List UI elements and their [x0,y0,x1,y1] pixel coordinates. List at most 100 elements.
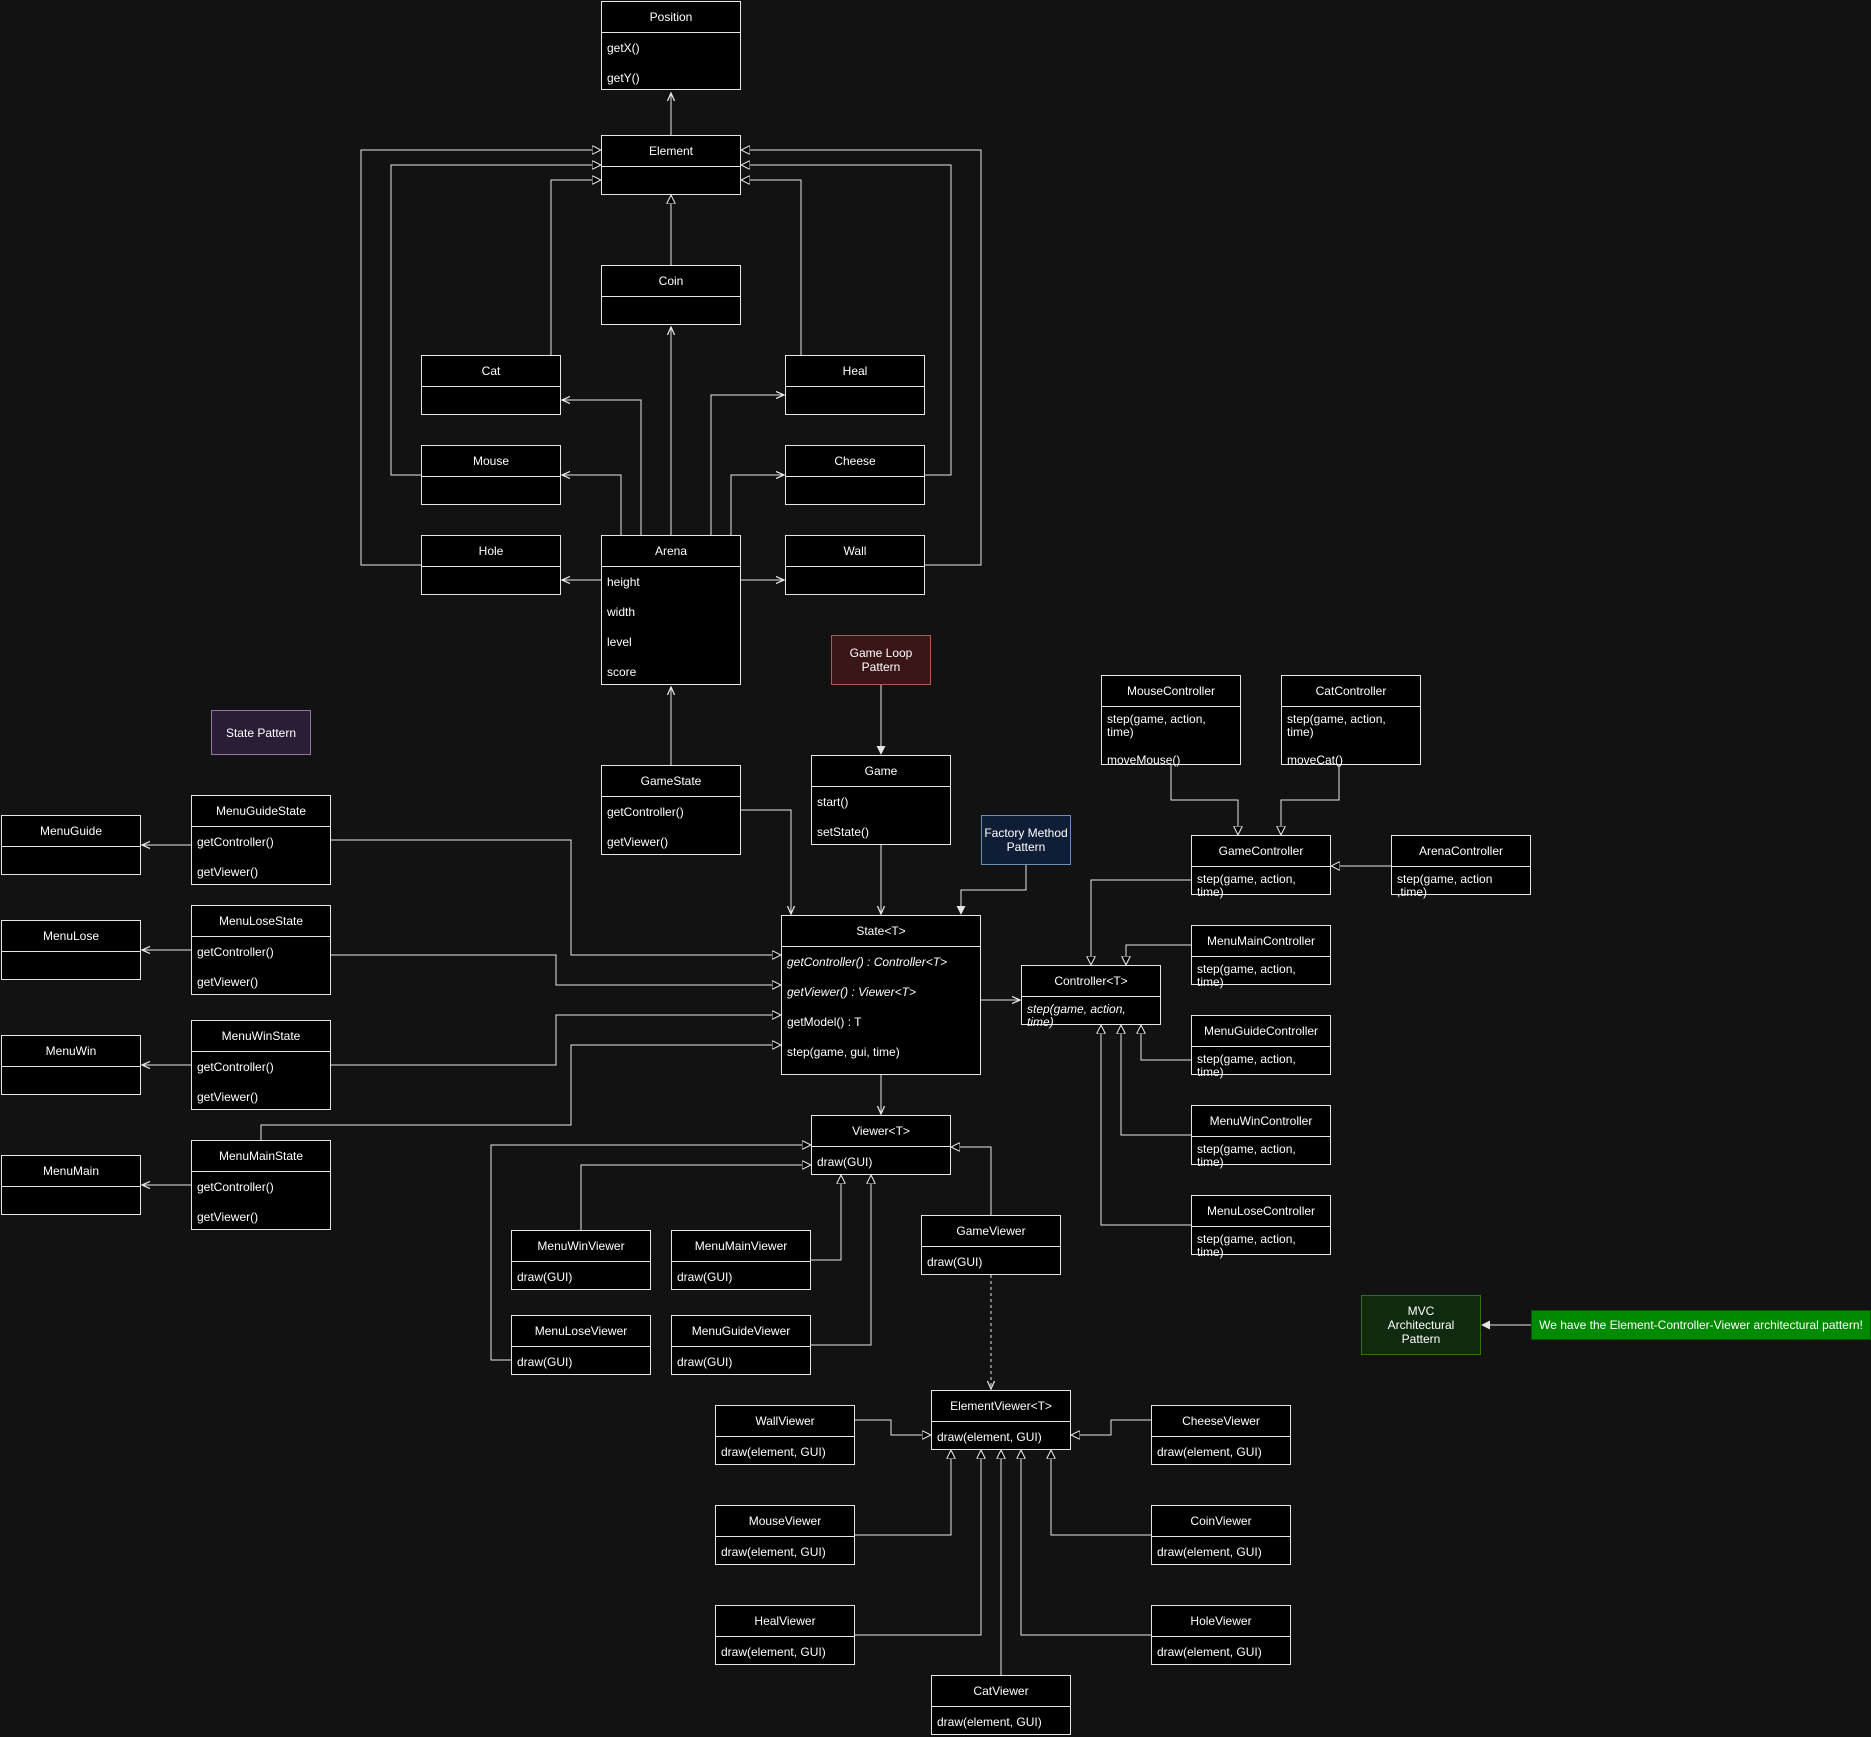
class-member: height [607,575,640,589]
class-name: MenuGuideController [1192,1016,1330,1047]
class-name: Position [602,2,740,33]
class-viewer[interactable]: Viewer<T>draw(GUI) [811,1115,951,1175]
class-mouse[interactable]: Mouse [421,445,561,505]
class-wall[interactable]: Wall [785,535,925,595]
class-name: MenuLose [2,921,140,952]
note-state-pattern[interactable]: State Pattern [211,710,311,755]
edge-gameviewer-viewer [952,1147,992,1215]
class-member: draw(element, GUI) [721,1445,826,1459]
class-name: Cat [422,356,560,387]
class-name: Cheese [786,446,924,477]
class-state[interactable]: State<T>getController() : Controller<T>g… [781,915,981,1075]
class-member: getViewer() : Viewer<T> [787,985,916,999]
class-name: Viewer<T> [812,1116,950,1147]
class-menuguide[interactable]: MenuGuide [1,815,141,875]
class-member: getController() [197,1180,274,1194]
class-name: GameViewer [922,1216,1060,1247]
edge-gamecontroller-controller [1091,879,1191,964]
class-member: draw(GUI) [927,1255,983,1269]
class-name: MenuWin [2,1036,140,1067]
note-mvc-pattern[interactable]: MVC Architectural Pattern [1361,1295,1481,1355]
class-menuwin[interactable]: MenuWin [1,1035,141,1095]
class-name: CatController [1282,676,1420,707]
class-cat[interactable]: Cat [421,355,561,415]
edge-menumainstate-state [260,1045,780,1140]
class-member: getModel() : T [787,1015,862,1029]
class-member: getX() [607,41,640,55]
class-name: MenuGuide [2,816,140,847]
class-hole[interactable]: Hole [421,535,561,595]
class-cheese[interactable]: Cheese [785,445,925,505]
class-coin[interactable]: Coin [601,265,741,325]
class-name: MenuLoseController [1192,1196,1330,1227]
edge-menuguidecontroller-controller [1141,1026,1191,1061]
edge-mouse-element [390,165,600,476]
edge-factory-state [956,865,1027,915]
class-gameviewer[interactable]: GameViewer draw(GUI) [921,1215,1061,1275]
class-name: MenuGuideViewer [672,1316,810,1347]
class-element[interactable]: Element [601,135,741,195]
class-name: GameController [1192,836,1330,867]
class-member: setState() [817,825,870,839]
class-heal[interactable]: Heal [785,355,925,415]
edge-menulosecontroller-controller [1101,1026,1191,1226]
note-ecv-comment[interactable]: We have the Element-Controller-Viewer ar… [1531,1310,1871,1340]
edge-heal-element [742,180,802,355]
class-name: MenuWinController [1192,1106,1330,1137]
edge-menuguideviewer-viewer [811,1176,871,1346]
note-factory-method-pattern[interactable]: Factory Method Pattern [981,815,1071,865]
class-controller[interactable]: Controller<T>step(game, action, time) [1021,965,1161,1029]
edge-mousecontroller-gamecontroller [1170,765,1238,834]
class-name: CoinViewer [1152,1506,1290,1537]
note-game-loop-pattern[interactable]: Game Loop Pattern [831,635,931,685]
class-name: MouseController [1102,676,1240,707]
class-name: Game [812,756,950,787]
edge-gamestate-state [741,809,791,914]
class-name: HealViewer [716,1606,854,1637]
class-name: ArenaController [1392,836,1530,867]
edge-cheese-element [742,165,952,476]
class-name: Mouse [422,446,560,477]
class-menumain[interactable]: MenuMain [1,1155,141,1215]
class-member: step(game, gui, time) [787,1045,900,1059]
edge-menumaincontroller-controller [1126,944,1191,964]
class-name: CatViewer [932,1676,1070,1707]
class-elementviewer[interactable]: ElementViewer<T>draw(element, GUI) [931,1390,1071,1450]
class-member: getViewer() [197,1210,259,1224]
class-member: draw(GUI) [517,1270,573,1284]
class-name: MenuMainViewer [672,1231,810,1262]
class-menulose[interactable]: MenuLose [1,920,141,980]
class-name: Arena [602,536,740,567]
class-name: Heal [786,356,924,387]
edge-arena-cat [562,400,642,535]
